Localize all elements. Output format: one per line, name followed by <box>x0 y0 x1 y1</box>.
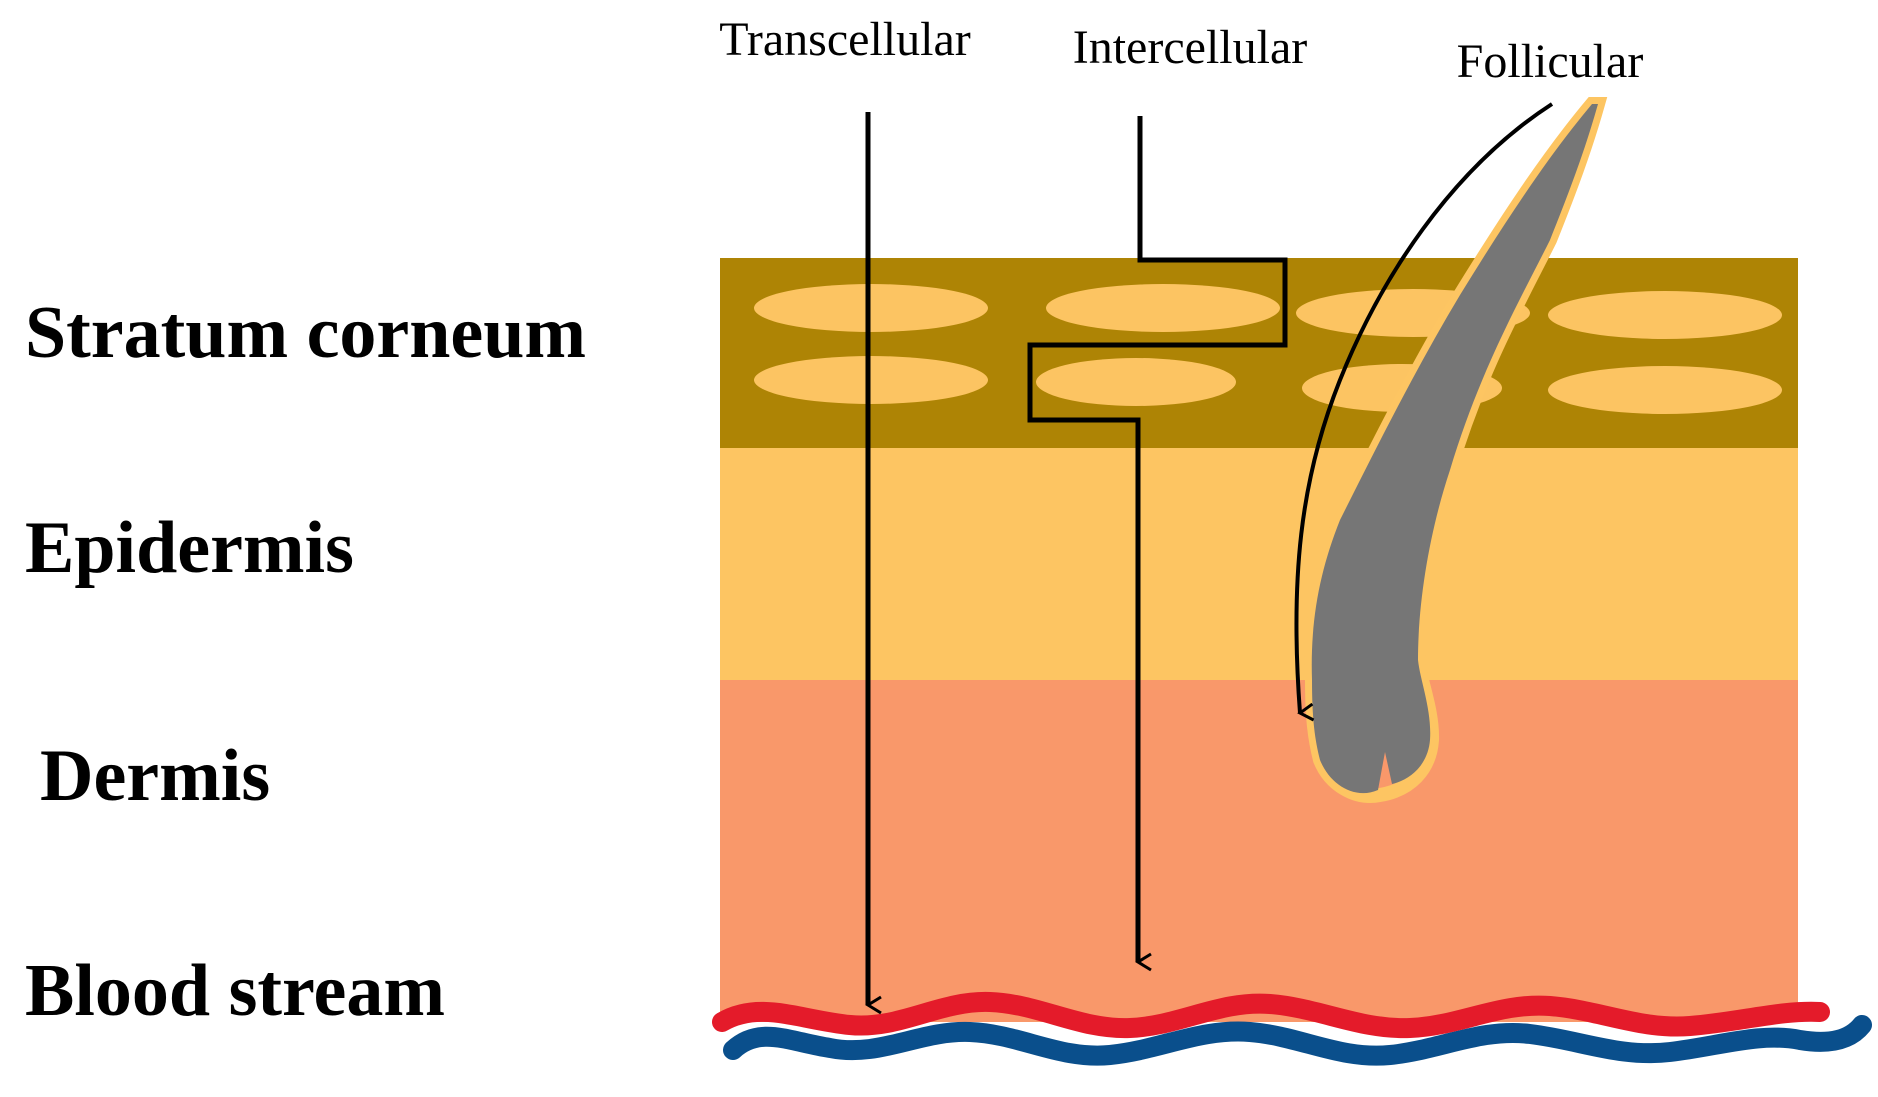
layer-label-epidermis: Epidermis <box>25 507 354 589</box>
route-label-follicular: Follicular <box>1457 35 1644 88</box>
corneocyte <box>1548 291 1782 339</box>
dermis-layer <box>720 677 1798 1022</box>
epidermis-layer <box>720 445 1798 680</box>
corneocyte <box>754 356 988 404</box>
corneocyte <box>1046 284 1280 332</box>
hair-shaft <box>1311 104 1598 794</box>
artery-vessel <box>712 991 1830 1039</box>
route-label-intercellular: Intercellular <box>1073 21 1308 74</box>
corneocyte <box>1036 358 1236 406</box>
layer-label-dermis: Dermis <box>40 735 270 817</box>
route-label-transcellular: Transcellular <box>719 13 971 66</box>
layer-label-blood-stream: Blood stream <box>25 950 445 1032</box>
intercellular-arrow <box>1027 116 1288 972</box>
vein-vessel <box>723 1015 1872 1066</box>
layer-label-stratum-corneum: Stratum corneum <box>25 292 586 374</box>
corneocyte <box>754 284 988 332</box>
corneocyte <box>1548 366 1782 414</box>
follicular-arrow <box>1294 102 1554 722</box>
